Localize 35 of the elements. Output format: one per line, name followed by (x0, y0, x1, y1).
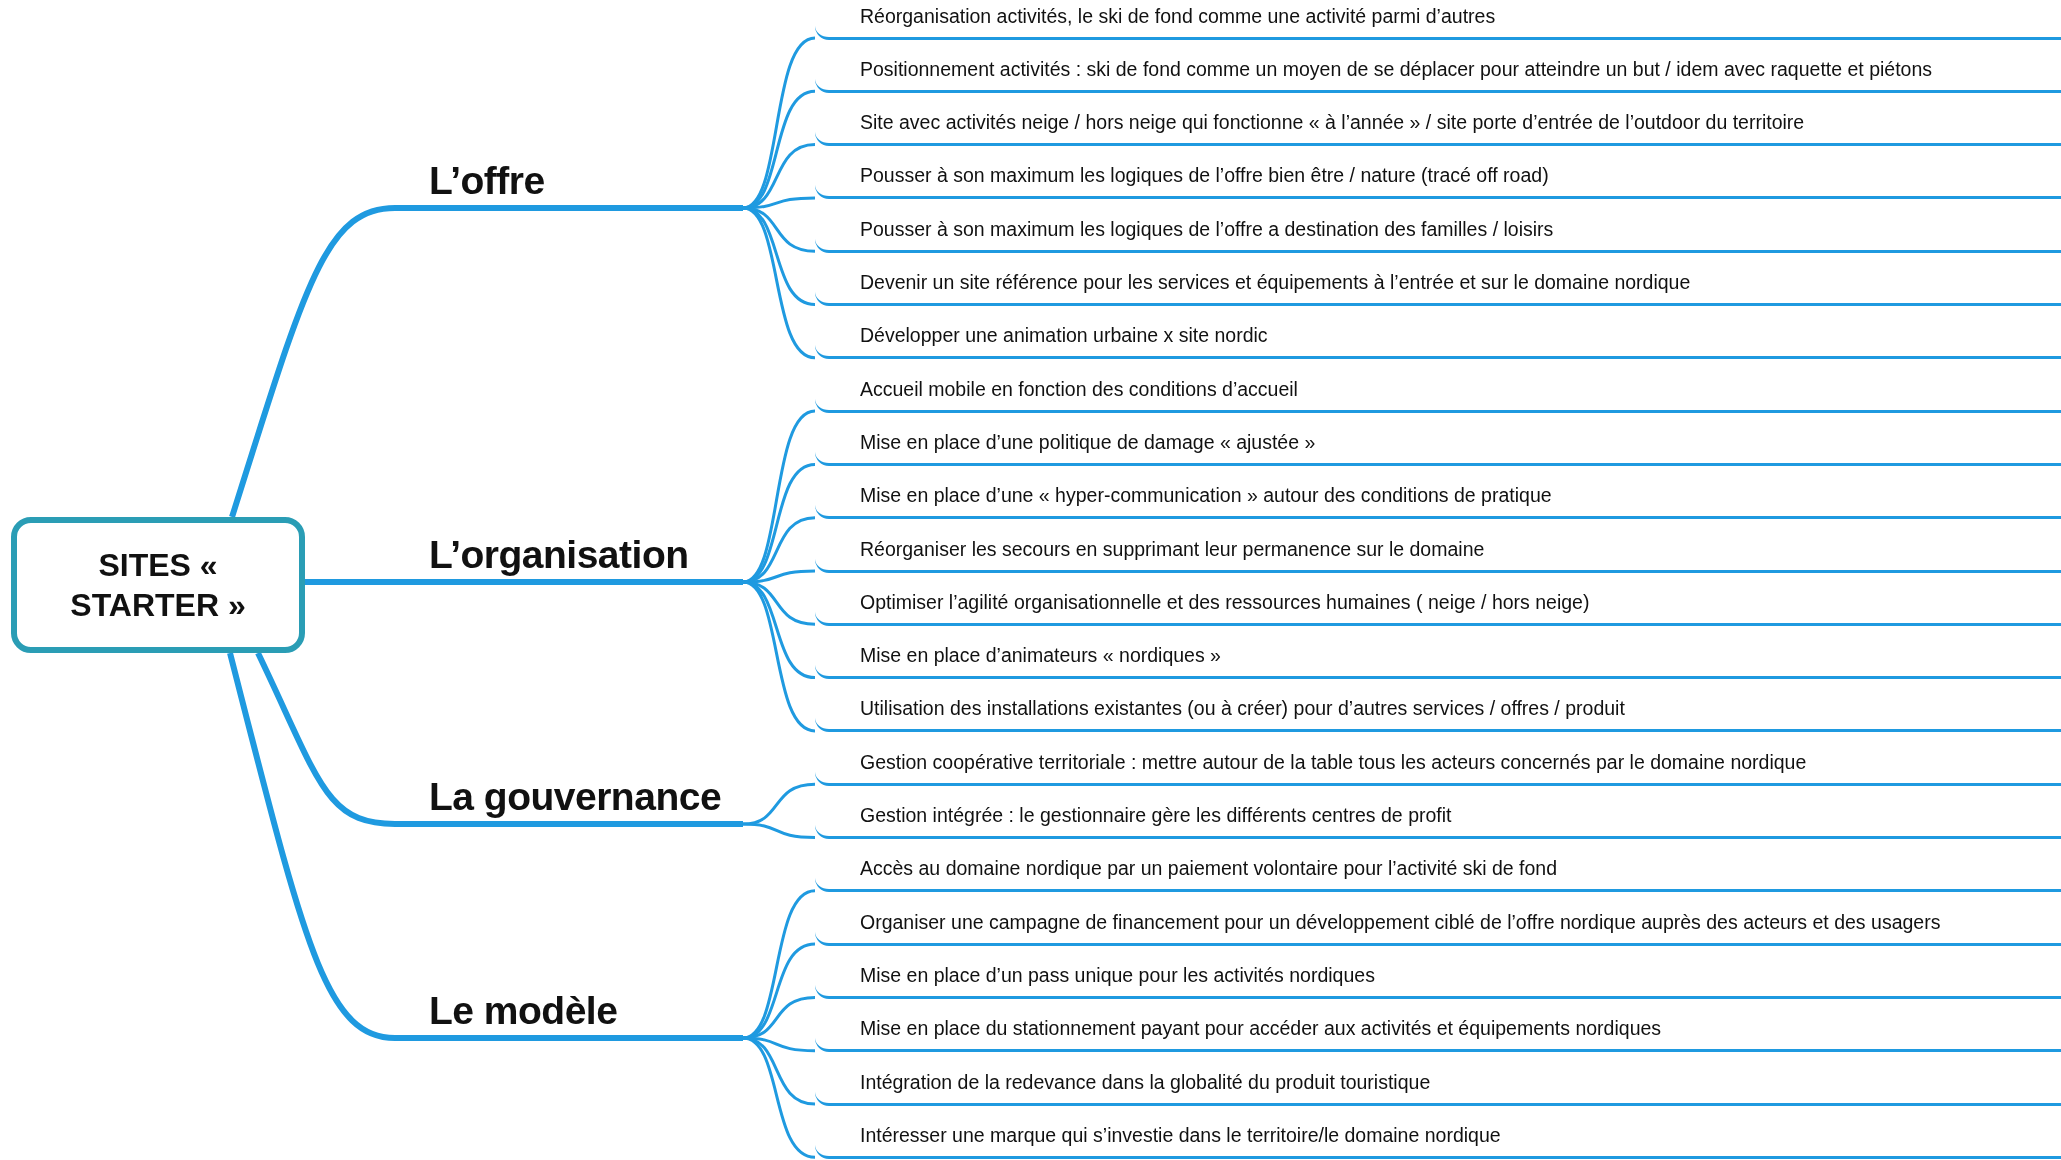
branch-connector (255, 651, 396, 827)
branch-connector (742, 782, 816, 826)
subtopic-text: Mise en place d’un pass unique pour les activités nordiques (860, 963, 1375, 987)
subtopic-text: Mise en place d’une « hyper-communication » autour des conditions de pratique (860, 484, 1552, 508)
subtopic-text: Mise en place du stationnement payant pour accéder aux activités et équipements nordiques (860, 1017, 1662, 1041)
branch-title: La gouvernance (429, 775, 722, 819)
subtopic-text: Mise en place d’animateurs « nordiques » (860, 644, 1221, 668)
subtopic-text: Réorganiser les secours en supprimant leur permanence sur le domaine (860, 537, 1485, 561)
subtopic-text: Devenir un site référence pour les services et équipements à l’entrée et sur le domaine nordique (860, 271, 1691, 294)
subtopic-text: Intégration de la redevance dans la globalité du produit touristique (860, 1070, 1431, 1094)
subtopic-text: Pousser à son maximum les logiques de l’offre bien être / nature (tracé off road) (860, 164, 1549, 188)
subtopic-text: Développer une animation urbaine x site nordic (860, 324, 1268, 348)
subtopic-text: Mise en place d’une politique de damage « ajustée » (860, 430, 1316, 454)
subtopic-text: Gestion intégrée : le gestionnaire gère les différents centres de profit (860, 804, 1452, 827)
branch-connector (227, 652, 396, 1041)
subtopic-text: Gestion coopérative territoriale : mettre autour de la table tous les acteurs concernés par le domaine nordique (860, 750, 1807, 774)
subtopic-text: Pousser à son maximum les logiques de l’offre a destination des familles / loisirs (860, 217, 1554, 241)
subtopic-text: Accès au domaine nordique par un paiement volontaire pour l’activité ski de fond (860, 857, 1557, 881)
subtopic-text: Site avec activités neige / hors neige qui fonctionne « à l’année » / site porte d’entrée de l’outdoor du territoire (860, 111, 1805, 135)
subtopic-text: Utilisation des installations existantes (ou à créer) pour d’autres services / offres / produit (860, 697, 1625, 721)
branch-connector (742, 822, 816, 839)
central-topic-box (11, 517, 305, 653)
subtopic-text: Intéresser une marque qui s’investie dans le territoire/le domaine nordique (860, 1123, 1501, 1147)
subtopic-text: Accueil mobile en fonction des conditions d’accueil (860, 377, 1298, 401)
central-topic-text: SITES « STARTER » (69, 546, 247, 625)
branch-title: Le modèle (429, 989, 618, 1033)
branch-connector (742, 1036, 816, 1159)
branch-connector (229, 205, 396, 518)
branch-connector (305, 579, 395, 585)
subtopic-text: Optimiser l’agilité organisationnelle et des ressources humaines ( neige / hors neige) (860, 590, 1590, 614)
subtopic-text: Organiser une campagne de financement pour un développement ciblé de l’offre nordique auprès des acteurs et des usagers (860, 910, 1941, 934)
branch-title: L’offre (429, 159, 545, 203)
branch-title: L’organisation (429, 533, 689, 577)
subtopic-text: Positionnement activités : ski de fond comme un moyen de se déplacer pour atteindre un but / idem avec raquette et piétons (860, 57, 1933, 81)
subtopic-text: Réorganisation activités, le ski de fond comme une activité parmi d’autres (860, 4, 1496, 28)
